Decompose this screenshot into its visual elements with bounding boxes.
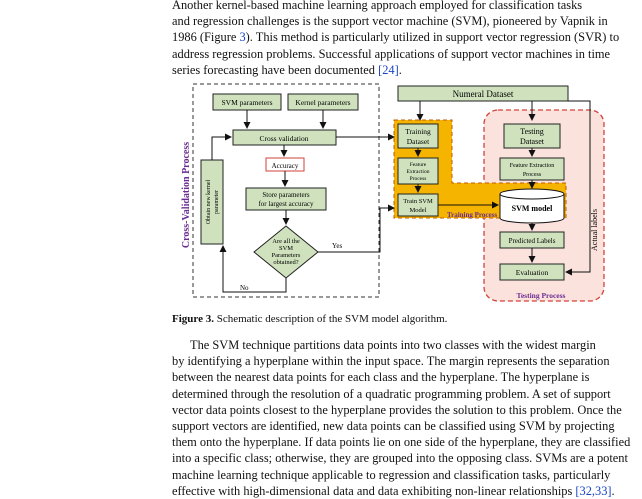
- svg-text:Kernel parameters: Kernel parameters: [295, 98, 350, 107]
- actual-labels-label: Actual labels: [590, 209, 599, 251]
- svg-text:Are all the: Are all the: [272, 238, 300, 245]
- text-line: vector data points closest to the hyperp…: [172, 402, 622, 417]
- numerical-dataset-label: Numeral Dataset: [453, 89, 514, 99]
- testing-process-label: Testing Process: [517, 291, 566, 300]
- text-line: and regression challenges is the support…: [172, 14, 608, 29]
- svg-text:Feature: Feature: [410, 162, 427, 168]
- svg-text:Train SVM: Train SVM: [403, 198, 433, 205]
- text-line: The SVM technique partitions data points…: [190, 338, 596, 352]
- cv-process-label: Cross-Validation Process: [181, 142, 192, 248]
- text-line: 1986 (Figure 3). This method is particul…: [172, 30, 620, 45]
- svg-text:Yes: Yes: [332, 242, 342, 250]
- numerical-dataset-box: [397, 85, 569, 102]
- evaluation-box: [499, 263, 565, 281]
- svg-text:Predicted Labels: Predicted Labels: [509, 237, 556, 245]
- cv-frame: [192, 83, 380, 298]
- text-line: effective with high-dimensional data and…: [172, 483, 615, 498]
- svg-text:Store parameters: Store parameters: [262, 191, 310, 199]
- svm-flow-diagram: Cross-Validation Process Testing Process…: [181, 83, 605, 302]
- intro-paragraph: Another kernel-based machine learning ap…: [172, 0, 628, 78]
- svg-text:Feature Extraction: Feature Extraction: [510, 163, 554, 169]
- svg-text:Model: Model: [410, 207, 427, 214]
- svg-text:Cross validation: Cross validation: [260, 134, 309, 143]
- text-line: series forecasting have been documented …: [172, 62, 402, 77]
- text-line: determined through the resolution of a q…: [172, 386, 611, 401]
- svg-text:for largest accuracy: for largest accuracy: [258, 200, 314, 208]
- svg-text:parameter: parameter: [214, 190, 220, 214]
- svg-text:SVM parameters: SVM parameters: [221, 98, 272, 107]
- svg-text:Dataset: Dataset: [407, 137, 430, 146]
- figure-caption: Figure 3. Schematic description of the S…: [172, 313, 448, 325]
- svg-text:Obtain new kernel: Obtain new kernel: [206, 180, 212, 225]
- citation-link[interactable]: [32,33]: [575, 483, 612, 498]
- text-line: Another kernel-based machine learning ap…: [172, 0, 583, 12]
- svg-text:Parameters: Parameters: [272, 252, 301, 259]
- svg-text:Process: Process: [410, 176, 427, 182]
- text-line: them onto the hyperplane. If data points…: [172, 435, 631, 450]
- text-line: into a specific class; otherwise, they a…: [172, 451, 628, 466]
- training-dataset-box: [397, 123, 439, 149]
- svg-text:Evaluation: Evaluation: [516, 268, 549, 277]
- svg-text:Training: Training: [405, 127, 431, 136]
- svg-text:Dataset: Dataset: [520, 137, 545, 146]
- svm-paragraph: The SVM technique partitions data points…: [172, 337, 631, 499]
- svg-text:No: No: [240, 284, 249, 292]
- svg-text:Extraction: Extraction: [407, 169, 430, 175]
- text-line: support vectors are identified, new data…: [172, 419, 615, 434]
- training-process-label: Training Process: [447, 211, 497, 219]
- svg-text:SVM: SVM: [279, 245, 293, 252]
- citation-link[interactable]: [24]: [378, 62, 399, 77]
- svg-text:obtained?: obtained?: [273, 259, 298, 266]
- text-line: machine learning technique applicable to…: [172, 467, 611, 482]
- svg-text:Process: Process: [523, 172, 542, 178]
- svg-text:Testing: Testing: [520, 127, 543, 136]
- text-line: address regression problems. Successful …: [172, 46, 611, 61]
- text-line: by identifying a hyperplane within the i…: [172, 354, 610, 369]
- svg-text:Accuracy: Accuracy: [272, 162, 299, 170]
- figure-link[interactable]: 3: [239, 30, 246, 45]
- svg-text:SVM model: SVM model: [512, 204, 553, 213]
- text-line: between the nearest data points for each…: [172, 370, 590, 385]
